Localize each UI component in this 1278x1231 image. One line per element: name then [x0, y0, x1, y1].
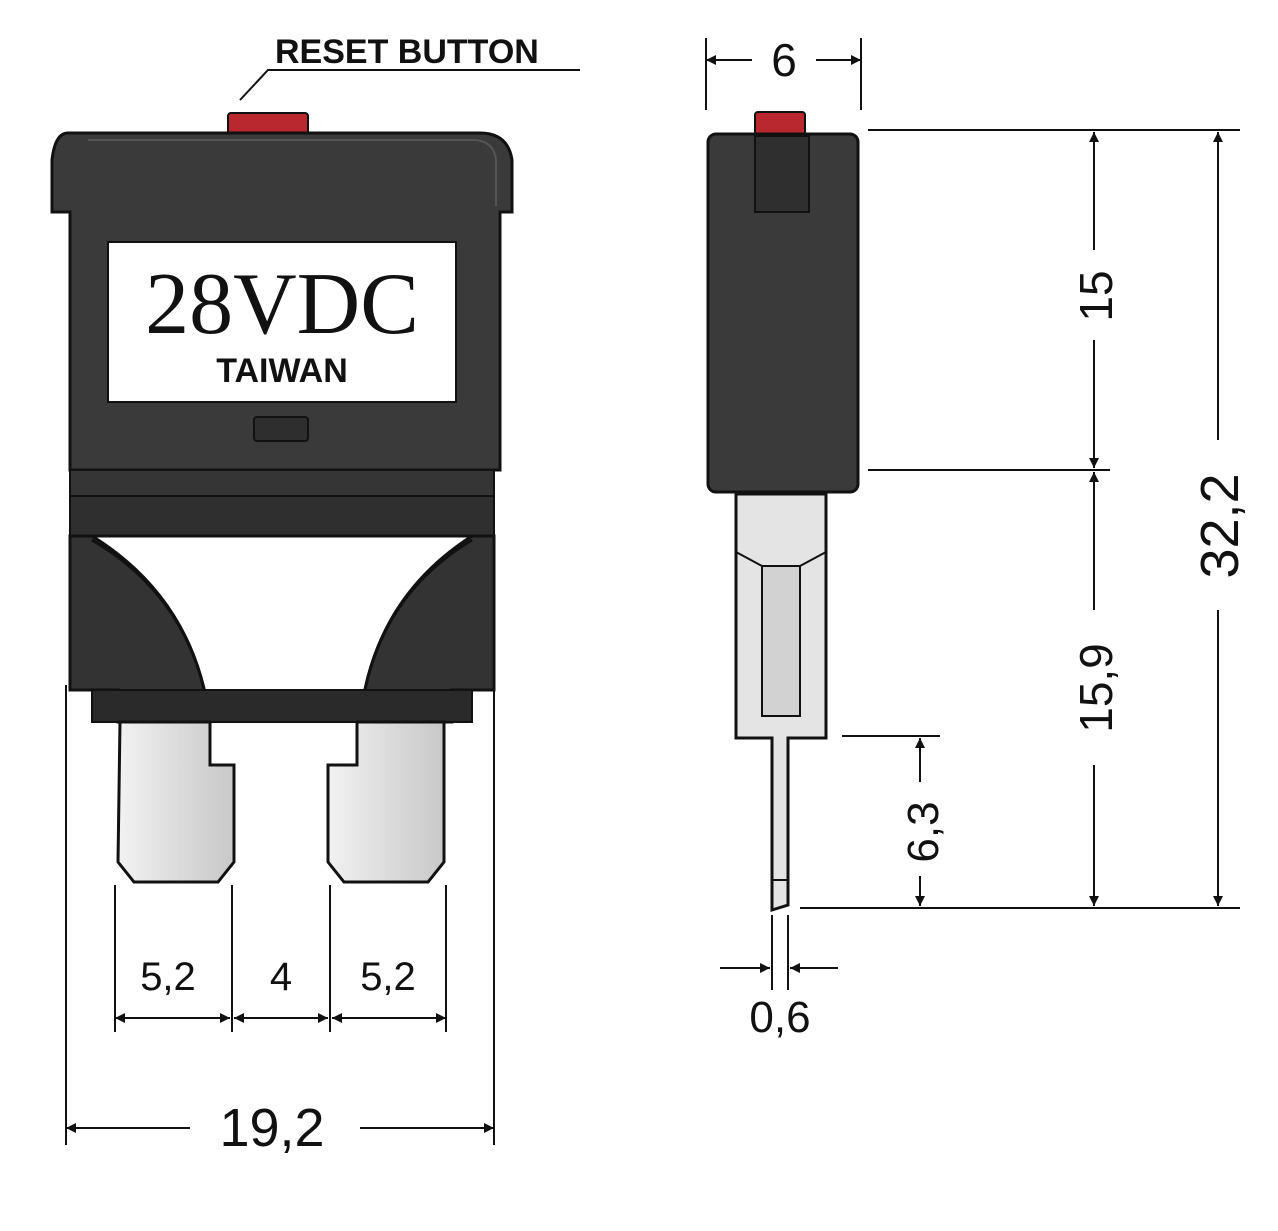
front-view: RESET BUTTON 28VDC TAIWAN	[50, 33, 580, 1158]
origin-label: TAIWAN	[216, 352, 348, 390]
dim-body-height: 15	[1070, 270, 1122, 321]
terminal-left	[116, 720, 236, 884]
side-view: 6 15 15,9 32,2 6,3	[705, 34, 1250, 1042]
dim-blade-thickness: 0,6	[749, 993, 810, 1042]
terminal-right	[326, 720, 446, 884]
dim-overall-width: 19,2	[219, 1098, 324, 1158]
reset-button-callout: RESET BUTTON	[239, 33, 580, 101]
rating-label-plate	[107, 241, 457, 403]
dim-terminal-length: 15,9	[1070, 643, 1122, 733]
dim-terminal-gap: 4	[270, 955, 292, 999]
dim-side-thickness: 6	[771, 34, 797, 86]
indicator-window	[253, 416, 309, 442]
dim-blade-length: 6,3	[899, 801, 948, 862]
rating-label: 28VDC	[145, 256, 419, 353]
dim-terminal-right: 5,2	[360, 955, 416, 999]
dim-terminal-left: 5,2	[140, 955, 196, 999]
reset-button-label: RESET BUTTON	[275, 33, 539, 71]
side-body	[706, 132, 860, 494]
body-band	[69, 469, 495, 497]
dim-overall-height: 32,2	[1190, 473, 1250, 578]
